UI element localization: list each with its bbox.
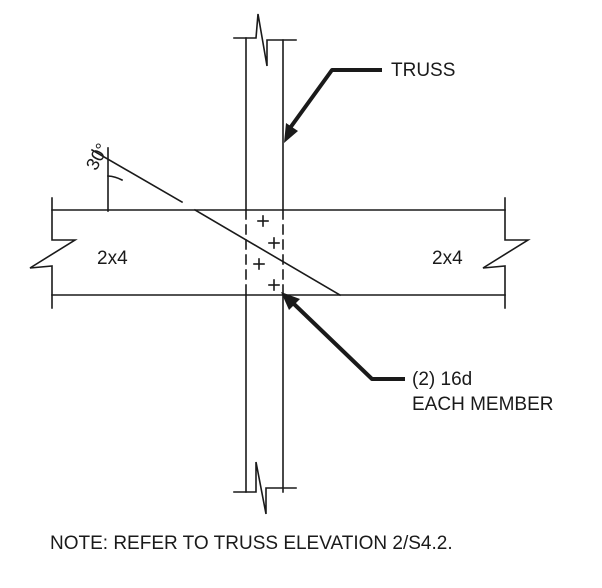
nailing-label-line2: EACH MEMBER <box>412 394 554 415</box>
nailing-leader <box>281 292 405 381</box>
break-line-bottom <box>233 461 297 515</box>
nailing-label-line1: (2) 16d <box>412 369 473 390</box>
truss-leader <box>284 68 382 143</box>
break-line-top <box>233 13 297 67</box>
nailing-leader-line <box>292 302 405 381</box>
member-label-left: 2x4 <box>97 248 128 269</box>
nail-mark <box>268 237 280 249</box>
nail-mark <box>253 258 265 270</box>
horizontal-2x4-member <box>29 197 531 309</box>
truss-label: TRUSS <box>391 60 456 81</box>
nail-mark <box>257 215 269 227</box>
angle-dimension <box>90 147 342 297</box>
angle-arc <box>107 175 124 182</box>
diagonal-line <box>193 208 342 297</box>
break-line-left <box>29 197 78 309</box>
truss-leader-arrowhead <box>284 123 298 143</box>
diagonal-extension <box>90 148 184 204</box>
vertical-truss-member <box>233 13 297 515</box>
nail-marks <box>253 215 280 291</box>
truss-leader-line <box>288 68 382 130</box>
nailing-leader-arrowhead <box>281 292 300 310</box>
member-label-right: 2x4 <box>432 248 463 269</box>
general-note: NOTE: REFER TO TRUSS ELEVATION 2/S4.2. <box>50 533 453 554</box>
hidden-lines <box>245 209 284 296</box>
nail-mark <box>268 279 280 291</box>
break-line-right <box>482 197 531 309</box>
